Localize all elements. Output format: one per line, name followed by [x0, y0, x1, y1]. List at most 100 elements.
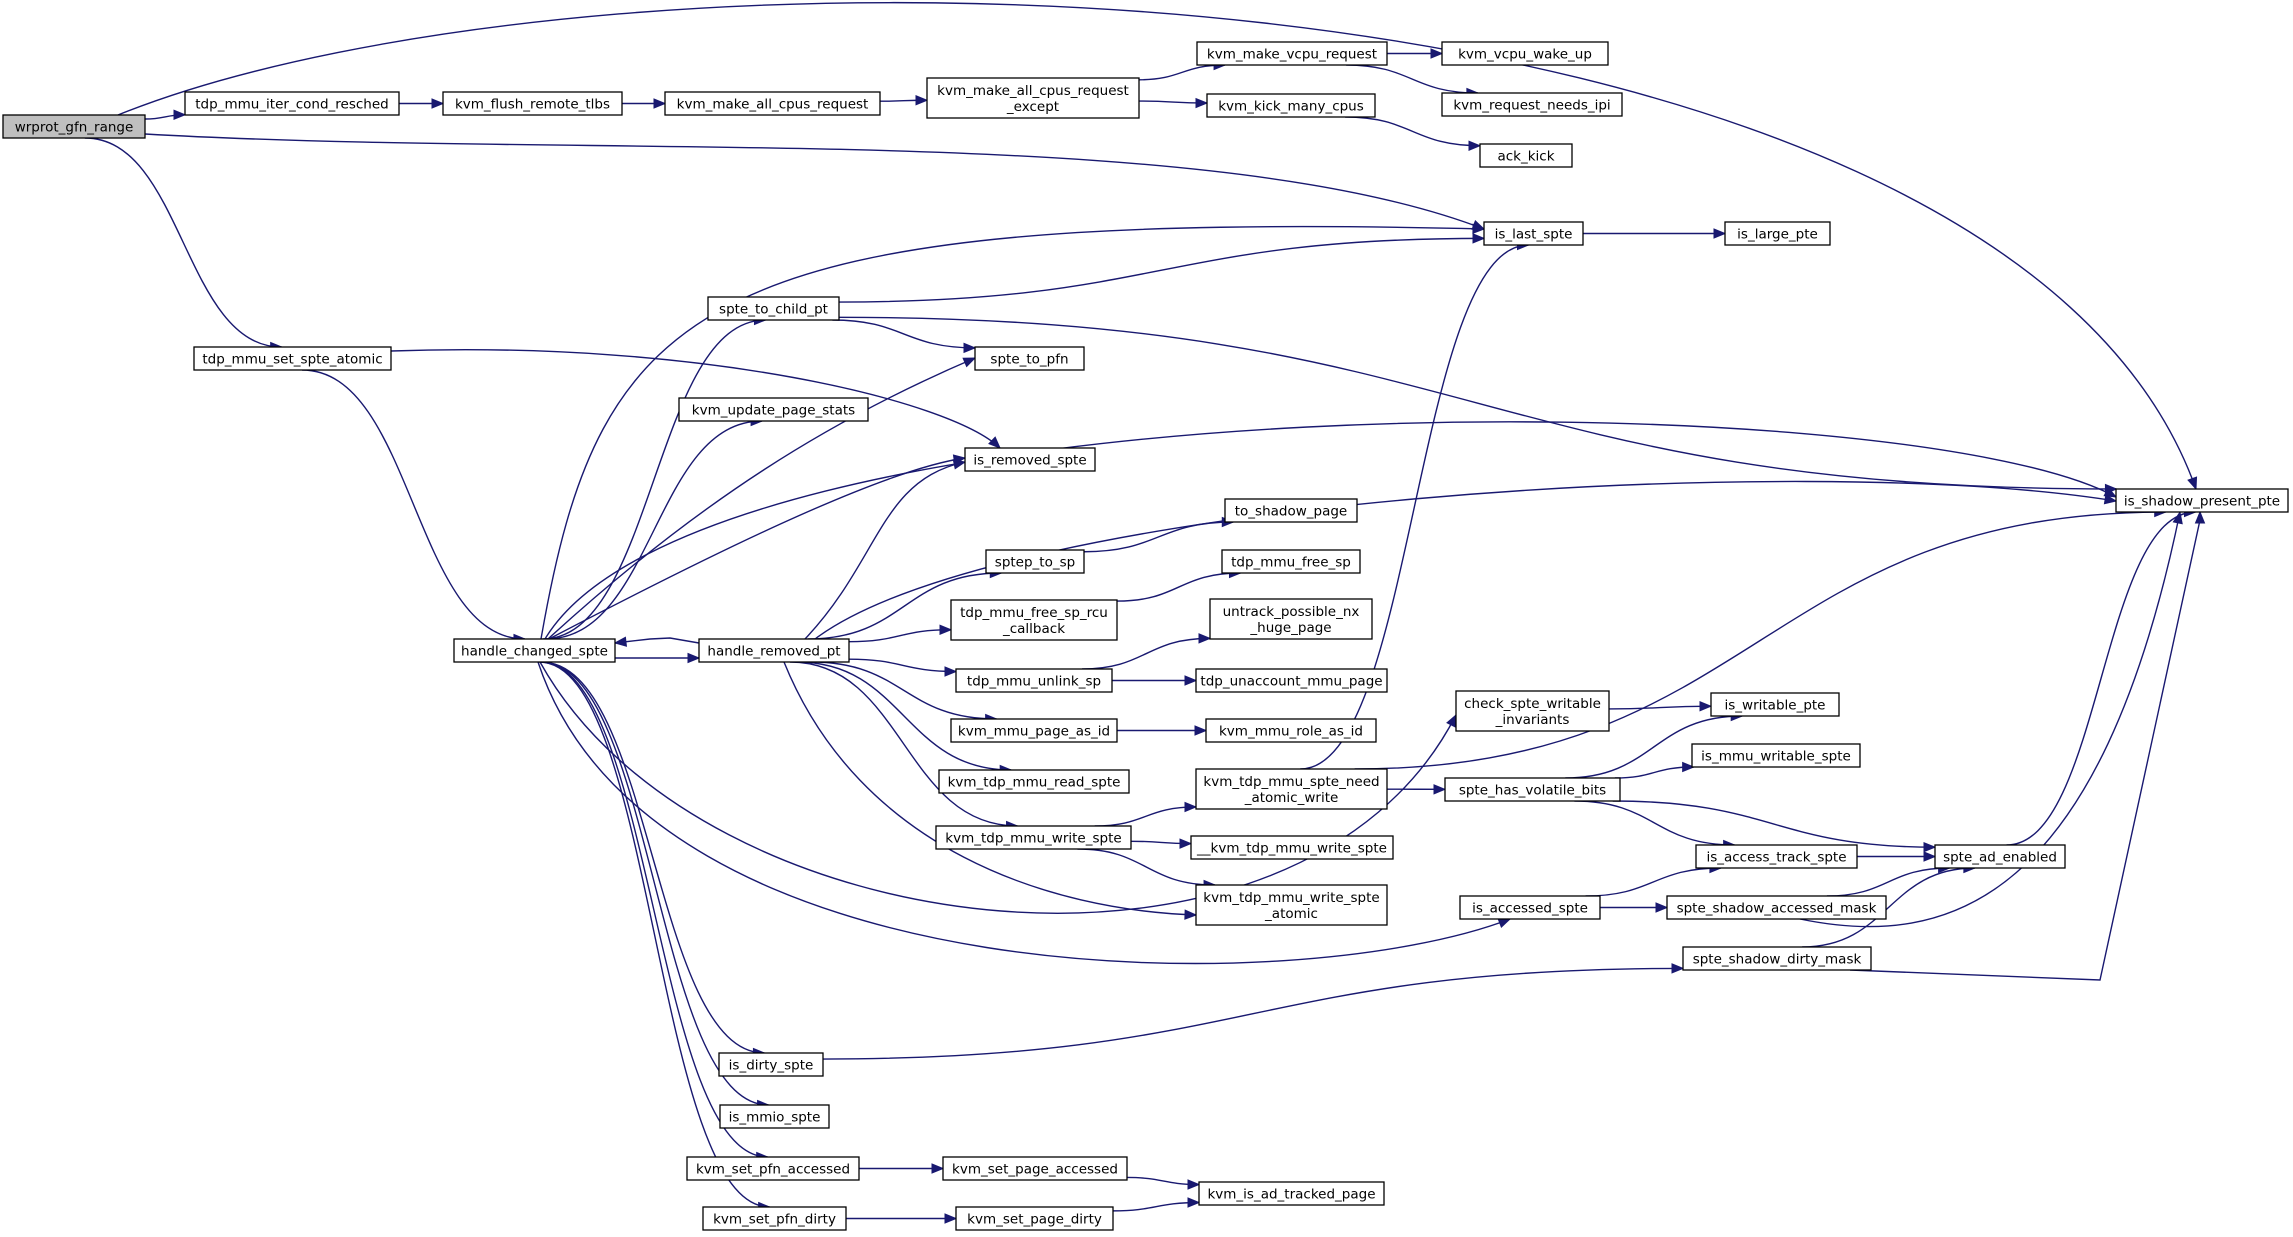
- node-kvm-is-ad-tracked-page[interactable]: kvm_is_ad_tracked_page: [1198, 1181, 1385, 1206]
- node-label: kvm_make_all_cpus_request: [677, 97, 869, 113]
- node-label: kvm_vcpu_wake_up: [1458, 47, 1592, 63]
- edge-wrprot_gfn_range-to-tdp_mmu_iter_cond_resched: [144, 109, 187, 121]
- node-handle-removed-pt[interactable]: handle_removed_pt: [698, 638, 850, 663]
- node-box: [950, 599, 1118, 641]
- node-label: is_shadow_present_pte: [2124, 494, 2280, 510]
- node-box: [1459, 895, 1601, 920]
- node-box: [1206, 93, 1376, 118]
- node-label: kvm_kick_many_cpus: [1218, 99, 1364, 115]
- edge-spte_shadow_dirty_mask-to-is_shadow_present_pte: [1849, 510, 2206, 981]
- node-box: [1209, 598, 1373, 640]
- node-label: kvm_flush_remote_tlbs: [455, 97, 610, 113]
- node-kvm-mmu-role-as-id[interactable]: kvm_mmu_role_as_id: [1205, 718, 1377, 743]
- node-label: is_large_pte: [1737, 227, 1818, 243]
- node-sptep-to-sp[interactable]: sptep_to_sp: [985, 549, 1085, 574]
- node-is-accessed-spte[interactable]: is_accessed_spte: [1459, 895, 1601, 920]
- node-kvm-make-all-cpus-request[interactable]: kvm_make_all_cpus_request: [664, 91, 881, 116]
- node-kvm-flush-remote-tlbs[interactable]: kvm_flush_remote_tlbs: [442, 91, 623, 116]
- node-kvm-tdp-mmu-spte-need-atomic-write[interactable]: kvm_tdp_mmu_spte_need_atomic_write: [1195, 768, 1388, 810]
- edge-kvm_tdp_mmu_write_spte-to-kvm_tdp_mmu_spte_need_atomic_write: [1094, 801, 1198, 827]
- node-label: is_last_spte: [1495, 227, 1573, 243]
- node-kvm-kick-many-cpus[interactable]: kvm_kick_many_cpus: [1206, 93, 1376, 118]
- node-label: spte_shadow_dirty_mask: [1693, 952, 1862, 968]
- node-kvm-vcpu-wake-up[interactable]: kvm_vcpu_wake_up: [1441, 41, 1609, 66]
- node-wrprot-gfn-range[interactable]: wrprot_gfn_range: [2, 114, 146, 139]
- node-is-mmio-spte[interactable]: is_mmio_spte: [719, 1104, 830, 1129]
- node-spte-ad-enabled[interactable]: spte_ad_enabled: [1934, 844, 2066, 869]
- node-kvm-mmu-page-as-id[interactable]: kvm_mmu_page_as_id: [950, 718, 1118, 743]
- node-is-dirty-spte[interactable]: is_dirty_spte: [718, 1052, 824, 1077]
- edge-kvm_flush_remote_tlbs-to-kvm_make_all_cpus_request: [621, 98, 667, 109]
- node-kvm-tdp-mmu-write-spte-atomic[interactable]: kvm_tdp_mmu_write_spte_atomic: [1195, 884, 1388, 926]
- node-box: [942, 1156, 1128, 1181]
- node-tdp-unaccount-mmu-page[interactable]: tdp_unaccount_mmu_page: [1195, 668, 1388, 693]
- node-label: is_accessed_spte: [1472, 901, 1588, 917]
- node-kvm-request-needs-ipi[interactable]: kvm_request_needs_ipi: [1441, 92, 1623, 117]
- node-tdp-mmu-iter-cond-resched[interactable]: tdp_mmu_iter_cond_resched: [184, 91, 400, 116]
- node-kvm-set-page-accessed[interactable]: kvm_set_page_accessed: [942, 1156, 1128, 1181]
- node-tdp-mmu-free-sp[interactable]: tdp_mmu_free_sp: [1221, 549, 1361, 574]
- node-box: [184, 91, 400, 116]
- node-label: kvm_set_pfn_accessed: [696, 1162, 850, 1178]
- node-is-removed-spte[interactable]: is_removed_spte: [964, 447, 1096, 472]
- node-tdp-mmu-free-sp-rcu-callback[interactable]: tdp_mmu_free_sp_rcu_callback: [950, 599, 1118, 641]
- node-kvm-tdp-mmu-read-spte[interactable]: kvm_tdp_mmu_read_spte: [938, 769, 1130, 794]
- node-to-shadow-page[interactable]: to_shadow_page: [1224, 498, 1358, 523]
- node-kvm-tdp-mmu-write-spte[interactable]: kvm_tdp_mmu_write_spte: [935, 825, 1132, 850]
- node-label: kvm_request_needs_ipi: [1453, 98, 1610, 114]
- node-is-large-pte[interactable]: is_large_pte: [1724, 221, 1831, 246]
- node-untrack-possible-nx-huge-page[interactable]: untrack_possible_nx_huge_page: [1209, 598, 1373, 640]
- node-label: _invariants: [1495, 712, 1570, 728]
- node-label: __kvm_tdp_mmu_write_spte: [1196, 841, 1387, 857]
- node-is-writable-pte[interactable]: is_writable_pte: [1710, 692, 1840, 717]
- node-spte-shadow-dirty-mask[interactable]: spte_shadow_dirty_mask: [1682, 946, 1872, 971]
- node-is-mmu-writable-spte[interactable]: is_mmu_writable_spte: [1691, 743, 1861, 768]
- node-is-access-track-spte[interactable]: is_access_track_spte: [1695, 844, 1858, 869]
- edge-handle_removed_pt-to-tdp_mmu_unlink_sp: [848, 658, 958, 677]
- edge-kvm_set_pfn_accessed-to-kvm_set_page_accessed: [859, 1163, 945, 1174]
- node-box: [1195, 768, 1388, 810]
- edge-handle_removed_pt-to-handle_changed_spte: [613, 636, 700, 647]
- node-is-shadow-present-pte[interactable]: is_shadow_present_pte: [2115, 488, 2289, 513]
- node-box: [1483, 221, 1584, 246]
- node-box: [1441, 41, 1609, 66]
- node-label: tdp_mmu_free_sp_rcu: [960, 605, 1108, 621]
- node-box: [453, 638, 616, 663]
- node-label: kvm_make_vcpu_request: [1207, 47, 1377, 63]
- edge-tdp_mmu_iter_cond_resched-to-kvm_flush_remote_tlbs: [398, 98, 445, 109]
- node-spte-to-pfn[interactable]: spte_to_pfn: [974, 346, 1085, 371]
- node-kvm-update-page-stats[interactable]: kvm_update_page_stats: [678, 397, 869, 422]
- node-kvm-make-all-cpus-request-except[interactable]: kvm_make_all_cpus_request_except: [926, 77, 1140, 119]
- node-kvm-set-page-dirty[interactable]: kvm_set_page_dirty: [955, 1206, 1114, 1231]
- node-box: [974, 346, 1085, 371]
- node-box: [1934, 844, 2066, 869]
- node-tdp-mmu-set-spte-atomic[interactable]: tdp_mmu_set_spte_atomic: [193, 346, 392, 371]
- edge-check_spte_writable_invariants-to-is_writable_pte: [1608, 700, 1713, 712]
- node-spte-has-volatile-bits[interactable]: spte_has_volatile_bits: [1444, 777, 1621, 802]
- node-ack-kick[interactable]: ack_kick: [1479, 143, 1573, 168]
- edge-is_accessed_spte-to-spte_shadow_accessed_mask: [1600, 902, 1669, 913]
- edge-tdp_mmu_unlink_sp-to-untrack_possible_nx_huge_page: [1082, 633, 1212, 670]
- node-label: _callback: [1002, 621, 1065, 637]
- node-kvm-set-pfn-dirty[interactable]: kvm_set_pfn_dirty: [702, 1206, 847, 1231]
- edge-kvm_set_page_dirty-to-kvm_is_ad_tracked_page: [1112, 1197, 1201, 1212]
- node-label: is_dirty_spte: [729, 1058, 814, 1074]
- node-box: [193, 346, 392, 371]
- node-tdp-mmu-unlink-sp[interactable]: tdp_mmu_unlink_sp: [955, 668, 1113, 693]
- node-kvm-make-vcpu-request[interactable]: kvm_make_vcpu_request: [1196, 41, 1388, 66]
- node-box: [2115, 488, 2289, 513]
- node-kvm-set-pfn-accessed[interactable]: kvm_set_pfn_accessed: [686, 1156, 860, 1181]
- node-handle-changed-spte[interactable]: handle_changed_spte: [453, 638, 616, 663]
- edge-spte_to_child_pt-to-spte_to_pfn: [832, 319, 977, 354]
- node-label: kvm_set_page_dirty: [967, 1212, 1102, 1228]
- node-label: wrprot_gfn_range: [15, 120, 134, 136]
- node-is-last-spte[interactable]: is_last_spte: [1483, 221, 1584, 246]
- edge-tdp_mmu_set_spte_atomic-to-handle_changed_spte: [302, 369, 527, 645]
- node---kvm-tdp-mmu-write-spte[interactable]: __kvm_tdp_mmu_write_spte: [1190, 835, 1394, 860]
- node-spte-shadow-accessed-mask[interactable]: spte_shadow_accessed_mask: [1666, 895, 1887, 920]
- node-label: untrack_possible_nx: [1223, 604, 1360, 620]
- node-spte-to-child-pt[interactable]: spte_to_child_pt: [707, 296, 840, 321]
- edge-kvm_kick_many_cpus-to-ack_kick: [1345, 116, 1482, 151]
- node-check-spte-writable-invariants[interactable]: check_spte_writable_invariants: [1455, 690, 1610, 732]
